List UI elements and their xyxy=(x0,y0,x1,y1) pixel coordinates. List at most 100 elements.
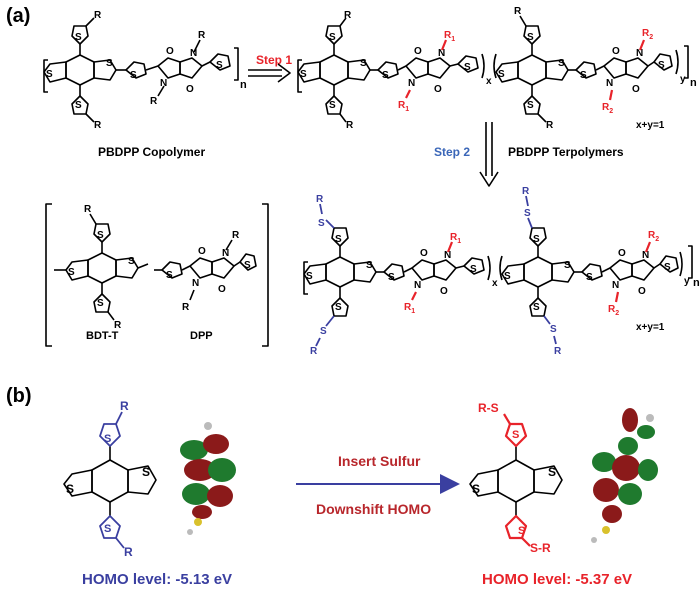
svg-text:O: O xyxy=(218,284,226,295)
arrow-bottom-text: Downshift HOMO xyxy=(316,501,431,517)
svg-text:S: S xyxy=(142,465,150,479)
svg-text:S: S xyxy=(329,100,336,111)
svg-text:R1: R1 xyxy=(450,232,461,245)
svg-text:S: S xyxy=(470,264,477,275)
svg-text:n: n xyxy=(693,277,700,289)
svg-text:S: S xyxy=(518,525,525,537)
r-group: R xyxy=(198,30,206,41)
svg-text:R: R xyxy=(182,302,190,313)
svg-text:O: O xyxy=(434,84,442,95)
unit-bdt-label: BDT-T xyxy=(86,330,119,342)
panel-b-label: (b) xyxy=(6,385,32,407)
thiophene-right xyxy=(93,59,117,81)
s-atom: S xyxy=(106,58,113,69)
xy-constraint-bottom: x+y=1 xyxy=(636,322,665,333)
svg-text:R: R xyxy=(344,10,352,21)
svg-text:n: n xyxy=(690,77,697,89)
s-atom: S xyxy=(75,100,82,111)
svg-text:R: R xyxy=(554,346,562,357)
svg-text:S: S xyxy=(318,218,325,229)
svg-text:S: S xyxy=(128,256,135,267)
r-group: R xyxy=(94,120,102,131)
svg-text:S: S xyxy=(68,267,75,278)
end-thiophene xyxy=(209,53,231,71)
side-thiophene-top xyxy=(71,25,89,45)
svg-text:S: S xyxy=(527,100,534,111)
svg-text:N: N xyxy=(438,48,445,59)
svg-text:S: S xyxy=(335,302,342,313)
copolymer-structure: n S S S R S R S O O N N R R xyxy=(43,10,247,131)
homo-orbital-left xyxy=(180,422,236,535)
svg-text:N: N xyxy=(612,280,619,291)
svg-text:S: S xyxy=(658,60,665,71)
svg-text:S: S xyxy=(586,272,593,283)
svg-text:S: S xyxy=(66,482,74,496)
s-atom: S xyxy=(46,69,53,80)
svg-text:x: x xyxy=(486,76,492,87)
svg-text:S: S xyxy=(329,32,336,43)
svg-text:R: R xyxy=(522,186,530,197)
svg-text:S: S xyxy=(512,429,519,441)
unit-dpp-label: DPP xyxy=(190,330,213,342)
svg-text:S: S xyxy=(366,260,373,271)
svg-text:R2: R2 xyxy=(602,102,613,115)
svg-text:R: R xyxy=(84,204,92,215)
arrow-top-text: Insert Sulfur xyxy=(338,453,421,469)
homo-level-right: HOMO level: -5.37 eV xyxy=(482,571,632,588)
copolymer-name: PBDPP Copolymer xyxy=(98,145,205,159)
svg-text:O: O xyxy=(440,286,448,297)
n-atom: N xyxy=(160,78,167,89)
svg-text:R: R xyxy=(346,120,354,131)
svg-text:S: S xyxy=(97,230,104,241)
o-atom: O xyxy=(186,84,194,95)
svg-text:N: N xyxy=(636,48,643,59)
unit-definitions: S S S R S R S O O N N R R S xyxy=(45,203,269,347)
s-atom: S xyxy=(130,70,137,81)
step2-label: Step 2 xyxy=(434,145,470,159)
svg-text:S: S xyxy=(524,208,531,219)
sr-label: S-R xyxy=(530,541,551,555)
svg-text:S: S xyxy=(382,70,389,81)
svg-text:R2: R2 xyxy=(608,304,619,317)
svg-text:S: S xyxy=(388,272,395,283)
svg-text:O: O xyxy=(414,46,422,57)
svg-text:R: R xyxy=(124,545,133,559)
bracket-left xyxy=(43,59,48,93)
svg-text:N: N xyxy=(444,250,451,261)
svg-text:R1: R1 xyxy=(398,100,409,113)
svg-text:O: O xyxy=(632,84,640,95)
terpolymer-structure-bottom: n S S S S R S S R S O O N N R1 R1 xyxy=(303,186,700,357)
r-group: R xyxy=(94,10,102,21)
svg-text:R1: R1 xyxy=(444,30,455,43)
svg-text:R1: R1 xyxy=(404,302,415,315)
svg-text:S: S xyxy=(166,270,173,281)
step1-arrow xyxy=(248,63,291,83)
terpolymer-structure-top: n S S S R S R S O O N N R1 R1 S xyxy=(297,6,697,131)
svg-text:O: O xyxy=(198,246,206,257)
svg-text:N: N xyxy=(642,250,649,261)
svg-text:S: S xyxy=(527,32,534,43)
svg-text:R: R xyxy=(120,399,129,413)
svg-text:S: S xyxy=(504,271,511,282)
panel-a-label: (a) xyxy=(6,5,30,27)
svg-text:S: S xyxy=(97,298,104,309)
svg-text:y: y xyxy=(684,276,690,287)
svg-text:N: N xyxy=(222,248,229,259)
s-atom: S xyxy=(216,60,223,71)
bracket-right xyxy=(234,47,239,81)
svg-text:N: N xyxy=(606,78,613,89)
bdt-ring xyxy=(65,54,95,86)
svg-text:S: S xyxy=(558,58,565,69)
svg-text:R: R xyxy=(514,6,522,17)
homo-orbital-right xyxy=(591,408,658,543)
linker-thiophene xyxy=(125,61,147,79)
svg-text:S: S xyxy=(464,62,471,73)
svg-text:S: S xyxy=(244,260,251,271)
svg-text:N: N xyxy=(408,78,415,89)
svg-text:S: S xyxy=(472,482,480,496)
svg-text:R: R xyxy=(546,120,554,131)
step1-label: Step 1 xyxy=(256,53,292,67)
thiophene-left xyxy=(43,61,67,83)
rs-label: R-S xyxy=(478,401,499,415)
